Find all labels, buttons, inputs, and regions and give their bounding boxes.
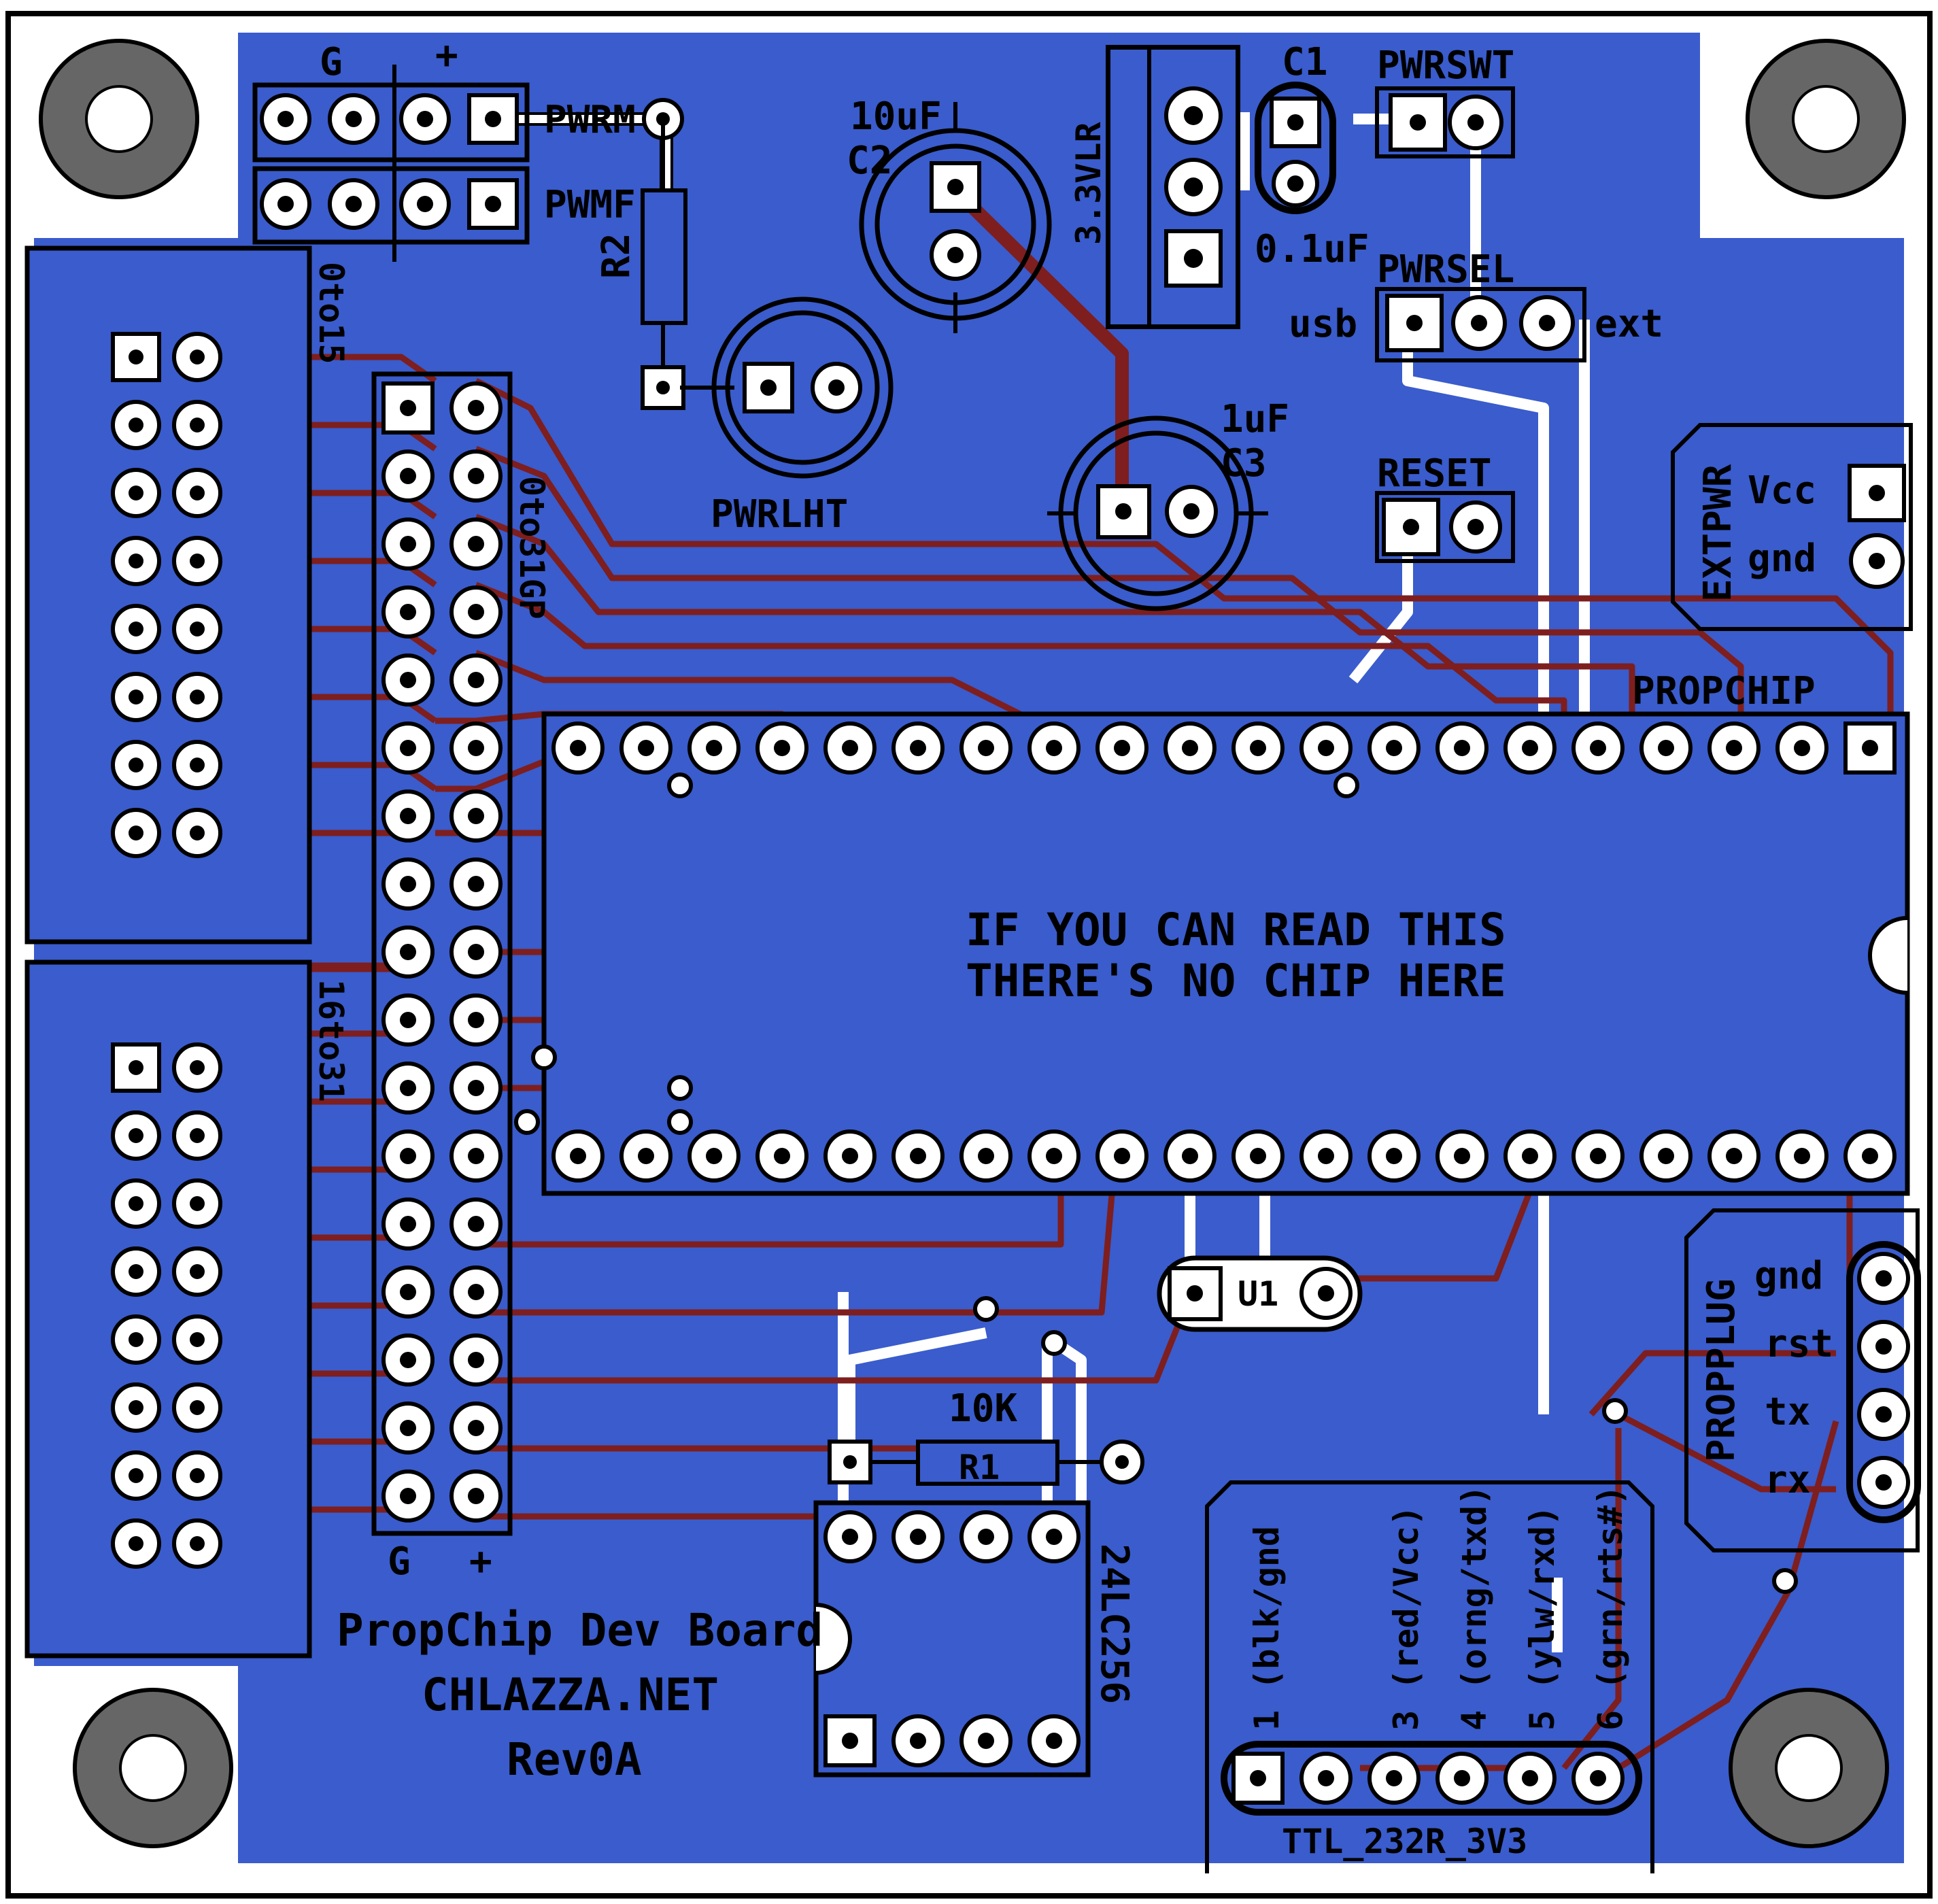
connector-ttl: TTL_232R_3V3 1 (blk/gnd 3 (red/Vcc) 4 (o… bbox=[1205, 1480, 1654, 1873]
pwrswt-label: PWRSWT bbox=[1377, 44, 1514, 88]
pwrsel-label: PWRSEL bbox=[1377, 248, 1514, 292]
gp-header-label: 0to31GP bbox=[512, 476, 551, 619]
pwrlht-label: PWRLHT bbox=[711, 492, 848, 537]
chip-note-line1: IF YOU CAN READ THIS bbox=[966, 904, 1506, 956]
r2-label: R2 bbox=[594, 233, 639, 279]
pp-rst-label: rst bbox=[1765, 1322, 1833, 1366]
ttl-cable-label: TTL_232R_3V3 bbox=[1282, 1822, 1527, 1861]
connector-pins bbox=[111, 332, 222, 1569]
reset-label: RESET bbox=[1377, 452, 1492, 496]
c3-name-label: C3 bbox=[1221, 441, 1266, 486]
usb-label: usb bbox=[1289, 302, 1357, 346]
ttl-pin4-label: 4 (orng/txd) bbox=[1455, 1485, 1494, 1731]
vias bbox=[514, 772, 1798, 1594]
propplug-label: PROPPLUG bbox=[1699, 1278, 1744, 1462]
pwr-header-plus-label: + bbox=[435, 33, 458, 78]
button-reset: RESET bbox=[1375, 452, 1515, 563]
board-rev-label: Rev0A bbox=[507, 1733, 642, 1786]
resistor-r2: R2 bbox=[594, 98, 687, 410]
r1-name-label: R1 bbox=[959, 1448, 1000, 1487]
ttl-pin5-label: 5 (ylw/rxd) bbox=[1523, 1506, 1562, 1731]
connector-propplug: PROPPLUG gnd rst tx rx bbox=[1684, 1208, 1921, 1552]
pp-tx-label: tx bbox=[1765, 1390, 1810, 1434]
c2-value-label: 10uF bbox=[850, 95, 942, 139]
resistor-r1: 10K R1 bbox=[828, 1387, 1144, 1487]
chip-24lc256: 24LC256 bbox=[813, 1500, 1136, 1778]
board-credits: PropChip Dev Board CHLAZZA.NET Rev0A bbox=[337, 1604, 823, 1786]
gp-g-label: G bbox=[388, 1540, 411, 1584]
capacitor-c1: C1 0.1uF bbox=[1255, 40, 1370, 271]
ttl-pin1-label: 1 (blk/gnd bbox=[1247, 1526, 1287, 1731]
c2-name-label: C2 bbox=[847, 139, 892, 183]
connector-extpwr: EXTPWR Vcc gnd bbox=[1671, 423, 1913, 631]
conn-0to15-label: 0to15 bbox=[311, 262, 351, 364]
conn-16to31-label: 16to31 bbox=[311, 979, 351, 1102]
pwmf-label: PWMF bbox=[544, 183, 636, 227]
propchip-label: PROPCHIP bbox=[1632, 669, 1816, 713]
connector-0to15: 0to15 bbox=[24, 245, 351, 945]
c3-value-label: 1uF bbox=[1221, 397, 1289, 441]
board-site-label: CHLAZZA.NET bbox=[422, 1669, 719, 1721]
switch-pwrswt: PWRSWT bbox=[1375, 44, 1515, 158]
c1-value-label: 0.1uF bbox=[1255, 227, 1370, 271]
vreg-label: 3.3VLR bbox=[1069, 121, 1108, 245]
capacitor-c2: 10uF C2 bbox=[847, 95, 1052, 333]
extpwr-gnd-label: gnd bbox=[1748, 537, 1816, 581]
ext-label: ext bbox=[1595, 302, 1663, 346]
eeprom-label: 24LC256 bbox=[1092, 1544, 1136, 1704]
extpwr-label: EXTPWR bbox=[1696, 464, 1740, 602]
pp-gnd-label: gnd bbox=[1754, 1254, 1823, 1298]
led-pwrlht: PWRLHT bbox=[680, 296, 894, 537]
regulator-3v3: 3.3VLR bbox=[1069, 45, 1240, 329]
gp-plus-label: + bbox=[469, 1540, 492, 1584]
pwr-header-g-label: G bbox=[320, 40, 343, 84]
pp-rx-label: rx bbox=[1765, 1458, 1810, 1502]
chip-propchip: PROPCHIP IF YOU CAN READ THIS THERE'S NO… bbox=[541, 669, 1910, 1196]
extpwr-vcc-label: Vcc bbox=[1748, 469, 1816, 513]
board-name-label: PropChip Dev Board bbox=[337, 1604, 823, 1656]
ttl-pin6-label: 6 (grn/rts#) bbox=[1591, 1485, 1630, 1731]
selector-pwrsel: PWRSEL usb ext bbox=[1289, 248, 1663, 362]
chip-note-line2: THERE'S NO CHIP HERE bbox=[966, 955, 1506, 1007]
header-0to31gp: 0to31GP G + bbox=[371, 371, 551, 1584]
power-header: G + PWRM PWMF bbox=[252, 33, 636, 262]
u1-label: U1 bbox=[1238, 1274, 1278, 1314]
r1-value-label: 10K bbox=[949, 1387, 1017, 1431]
crystal-u1: U1 bbox=[1157, 1255, 1363, 1332]
connector-16to31: 16to31 bbox=[24, 959, 351, 1659]
c1-name-label: C1 bbox=[1282, 40, 1327, 84]
pwrm-label: PWRM bbox=[544, 98, 636, 142]
mounting-holes bbox=[39, 39, 1906, 1848]
capacitor-c3: 1uF C3 bbox=[1047, 397, 1289, 611]
ttl-pin3-label: 3 (red/Vcc) bbox=[1387, 1506, 1426, 1731]
